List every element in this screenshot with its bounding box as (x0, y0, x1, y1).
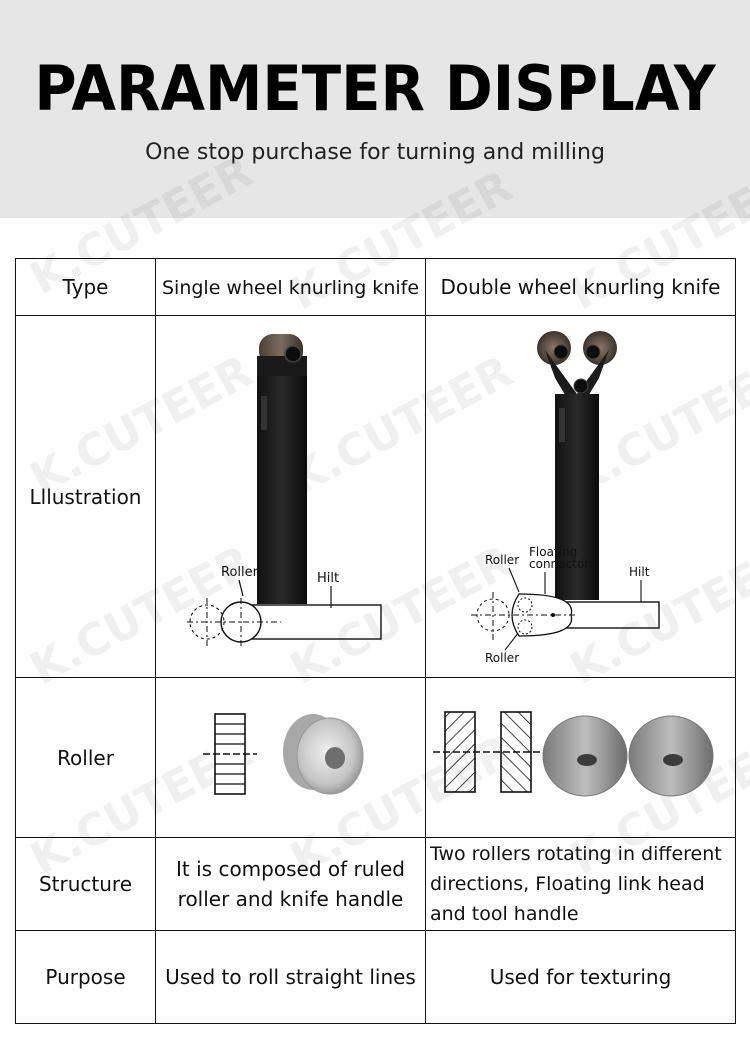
row-label-structure: Structure (15, 837, 156, 931)
header-banner: PARAMETER DISPLAY One stop purchase for … (0, 0, 750, 218)
table-row-structure: Structure It is composed of ruled roller… (15, 837, 736, 931)
roller-bottom-label: Roller (485, 651, 519, 665)
hilt-label: Hilt (317, 571, 339, 586)
pin-icon (283, 345, 302, 363)
floating-label-line1: Floating (529, 545, 577, 559)
double-type-cell: Double wheel knurling knife (425, 258, 736, 316)
roller-outline (517, 619, 532, 635)
roller-outline (517, 597, 532, 613)
double-purpose-cell: Used for texturing (425, 930, 736, 1024)
page-subtitle: One stop purchase for turning and millin… (145, 140, 605, 165)
table-row-illustration: Lllustration Roller H (15, 315, 736, 678)
y-holder (544, 350, 609, 398)
pin-icon (585, 344, 600, 360)
page-title: PARAMETER DISPLAY (34, 52, 716, 125)
floating-label-line2: connector (529, 557, 589, 571)
leader-line (504, 631, 519, 651)
row-label-type: Type (15, 258, 156, 316)
table-row-type: Type Single wheel knurling knife Double … (15, 258, 736, 316)
single-knife-illustration: Roller Hilt (186, 334, 382, 646)
roller-bore (662, 754, 683, 766)
leader-line (237, 579, 244, 597)
slot (558, 408, 565, 442)
row-label-illustration: Lllustration (15, 315, 156, 678)
table-row-purpose: Purpose Used to roll straight lines Used… (15, 930, 736, 1024)
roller-bore (324, 747, 345, 769)
pin-icon (553, 344, 568, 360)
slot (260, 396, 267, 430)
single-purpose-cell: Used to roll straight lines (155, 930, 426, 1024)
single-roller-cell (155, 677, 426, 838)
parameter-table: Type Single wheel knurling knife Double … (15, 258, 736, 1024)
single-type-cell: Single wheel knurling knife (155, 258, 426, 316)
leader-line (507, 567, 520, 593)
row-label-purpose: Purpose (15, 930, 156, 1024)
double-structure-cell: Two rollers rotating in different direct… (425, 837, 736, 931)
roller-bore (576, 754, 597, 766)
single-structure-cell: It is composed of ruled roller and knife… (155, 837, 426, 931)
straight-hatch (214, 723, 245, 785)
double-knife-illustration: Roller Floating connector Hilt Roller (470, 331, 660, 665)
hilt-label: Hilt (629, 565, 650, 579)
pivot-dot (550, 613, 555, 617)
double-illustration-cell: Roller Floating connector Hilt Roller (425, 315, 736, 678)
diagonal-roller-illustration (432, 711, 713, 797)
table-row-roller: Roller (15, 677, 736, 838)
row-label-roller: Roller (15, 677, 156, 838)
roller-top-label: Roller (485, 553, 519, 567)
roller-label: Roller (221, 565, 259, 580)
straight-roller-illustration (202, 713, 363, 795)
double-roller-cell (425, 677, 736, 838)
single-illustration-cell: Roller Hilt (155, 315, 426, 678)
pin-icon (573, 378, 588, 394)
